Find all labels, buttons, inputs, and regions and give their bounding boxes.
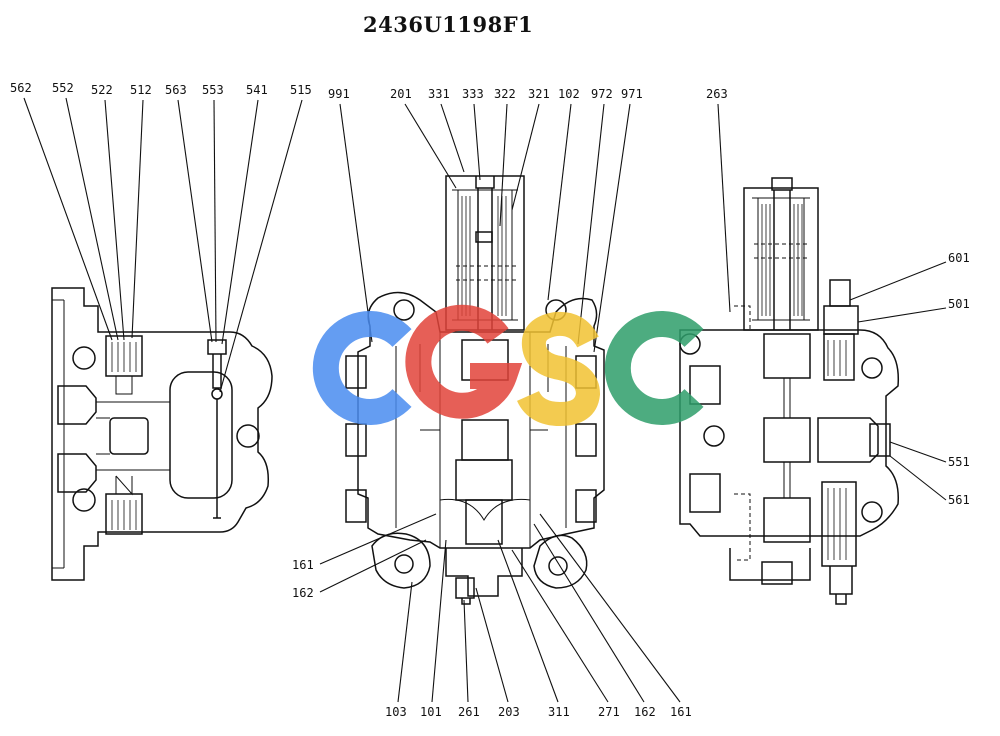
- callout-271: 271: [598, 705, 620, 719]
- callout-261: 261: [458, 705, 480, 719]
- callout-563: 563: [165, 83, 187, 97]
- callout-161-bottom: 161: [670, 705, 692, 719]
- callout-972: 972: [591, 87, 613, 101]
- drawing-title: 2436U1198F1: [363, 12, 534, 37]
- callout-561: 561: [948, 493, 970, 507]
- callout-501: 501: [948, 297, 970, 311]
- callout-322: 322: [494, 87, 516, 101]
- callout-552: 552: [52, 81, 74, 95]
- callout-541: 541: [246, 83, 268, 97]
- center-front-view: [345, 175, 605, 605]
- callout-203: 203: [498, 705, 520, 719]
- watermark-letter-s: [517, 311, 601, 427]
- callout-162-left: 162: [292, 586, 314, 600]
- callout-labels: 562 552 522 512 563 553 541 515 991 201 …: [10, 81, 970, 719]
- callout-263: 263: [706, 87, 728, 101]
- callout-201: 201: [390, 87, 412, 101]
- watermark-letter-c1: [312, 311, 412, 425]
- callout-161-left: 161: [292, 558, 314, 572]
- callout-331: 331: [428, 87, 450, 101]
- callout-512: 512: [130, 83, 152, 97]
- callout-522: 522: [91, 83, 113, 97]
- leader-lines: [23, 97, 947, 703]
- callout-601: 601: [948, 251, 970, 265]
- callout-562: 562: [10, 81, 32, 95]
- callout-101: 101: [420, 705, 442, 719]
- callout-971: 971: [621, 87, 643, 101]
- callout-551: 551: [948, 455, 970, 469]
- watermark-letter-c2: [604, 311, 704, 425]
- left-side-view: [51, 287, 273, 581]
- callout-321: 321: [528, 87, 550, 101]
- watermark-letter-g: [405, 304, 523, 419]
- right-side-view: [679, 177, 900, 605]
- callout-553: 553: [202, 83, 224, 97]
- callout-311: 311: [548, 705, 570, 719]
- callout-102: 102: [558, 87, 580, 101]
- callout-103: 103: [385, 705, 407, 719]
- cgsc-watermark-logo: [312, 304, 704, 427]
- callout-333: 333: [462, 87, 484, 101]
- callout-162-bottom: 162: [634, 705, 656, 719]
- callout-515: 515: [290, 83, 312, 97]
- callout-991: 991: [328, 87, 350, 101]
